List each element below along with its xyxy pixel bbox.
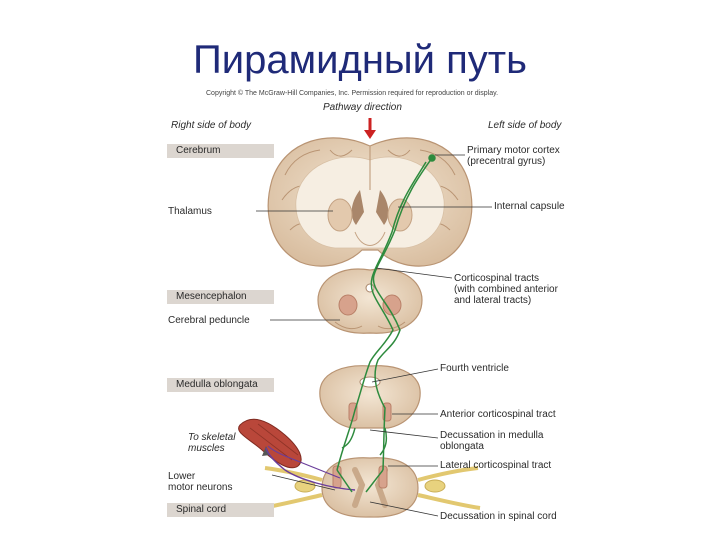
anterior-tract-label: Anterior corticospinal tract — [440, 409, 556, 420]
medulla-box: Medulla oblongata — [167, 378, 274, 392]
right-side-label: Right side of body — [171, 120, 252, 131]
mesencephalon-box: Mesencephalon — [167, 290, 274, 304]
pathway-direction-label: Pathway direction — [323, 102, 402, 113]
spinal-cord-box: Spinal cord — [167, 503, 274, 517]
lateral-tract-label: Lateral corticospinal tract — [440, 460, 552, 471]
lower-motor-neurons-line2: motor neurons — [168, 482, 233, 493]
cerebrum-box: Cerebrum — [167, 144, 274, 158]
page-title: Пирамидный путь — [193, 38, 527, 82]
medulla-section — [319, 365, 421, 429]
corticospinal-tract — [336, 154, 436, 493]
decussation-medulla-label-line1: Decussation in medulla — [440, 430, 544, 441]
fourth-ventricle-label: Fourth ventricle — [440, 363, 509, 374]
lower-motor-neuron-path — [265, 447, 356, 491]
motor-cortex-label-line2: (precentral gyrus) — [467, 156, 546, 167]
decussation-spinal-label: Decussation in spinal cord — [440, 511, 557, 522]
lower-motor-neuron-path — [267, 445, 341, 479]
corticospinal-label-line2: (with combined anterior — [454, 284, 558, 295]
pathway-direction-arrow — [364, 118, 376, 139]
cerebrum-section — [267, 137, 473, 267]
internal-capsule-label: Internal capsule — [494, 201, 565, 212]
leader-lines-left — [256, 210, 340, 491]
skeletal-muscle — [238, 418, 302, 469]
muscles-label-line2: muscles — [188, 443, 225, 454]
left-side-label: Left side of body — [488, 120, 562, 131]
lower-motor-neurons-line1: Lower — [168, 471, 196, 482]
motor-cortex-label-line1: Primary motor cortex — [467, 145, 560, 156]
corticospinal-label-line3: and lateral tracts) — [454, 295, 532, 306]
thalamus-label: Thalamus — [168, 206, 212, 217]
corticospinal-label-line1: Corticospinal tracts — [454, 273, 540, 284]
muscles-label-line1: To skeletal — [188, 432, 236, 443]
decussation-medulla-label-line2: oblongata — [440, 441, 484, 452]
copyright-notice: Copyright © The McGraw-Hill Companies, I… — [206, 90, 499, 97]
leader-lines-right — [369, 154, 492, 517]
mesencephalon-section — [317, 268, 423, 334]
cerebral-peduncle-label: Cerebral peduncle — [168, 315, 250, 326]
